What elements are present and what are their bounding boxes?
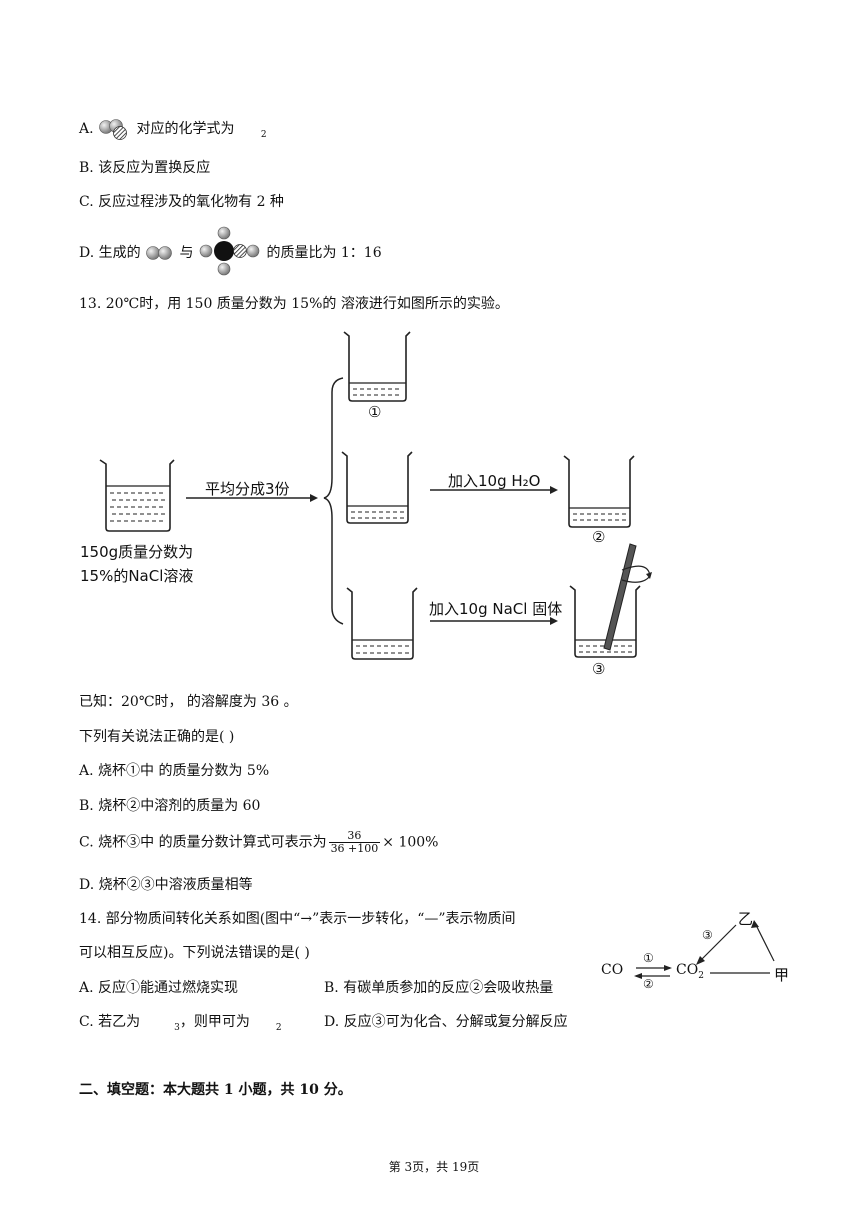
- fraction-denominator: 36 +100: [330, 842, 379, 855]
- option-a-prefix: A.: [79, 121, 94, 137]
- q13-option-b: B. 烧杯②中溶剂的质量为 60: [79, 798, 261, 814]
- q14-option-b: B. 有碳单质参加的反应②会吸收热量: [324, 980, 554, 996]
- mark-2: ②: [592, 528, 606, 546]
- option-c-sub2: 2: [275, 1023, 282, 1033]
- option-a-text: 对应的化学式为: [136, 121, 235, 137]
- add-water-label: 加入10g H₂O: [448, 472, 541, 490]
- left-caption-1: 150g质量分数为: [80, 543, 194, 561]
- left-caption-2: 15%的NaCl溶液: [80, 567, 194, 585]
- co2-text: CO: [676, 962, 699, 978]
- q14-stem-1: 14. 部分物质间转化关系如图(图中“→”表示一步转化，“—”表示物质间: [79, 911, 516, 927]
- mark-3: ③: [592, 660, 606, 678]
- option-c-mid: ，则甲可为: [179, 1014, 250, 1030]
- molecule-image-d1: [146, 246, 172, 260]
- co2-subscript: 2: [698, 971, 704, 981]
- option-d-suffix: 的质量比为 1：16: [266, 245, 382, 261]
- q13-known: 已知：20℃时， 的溶解度为 36 。: [79, 694, 298, 710]
- split-label: 平均分成3份: [205, 480, 290, 498]
- option-a-subscript: 2: [260, 130, 267, 140]
- q12-option-d: D. 生成的 与 的质量比为 1：16: [79, 226, 382, 276]
- fraction-numerator: 36: [328, 830, 381, 843]
- q13-option-d: D. 烧杯②③中溶液质量相等: [79, 877, 253, 893]
- molecule-image-d2: [199, 226, 260, 276]
- beaker-1: [343, 331, 411, 402]
- option-c-suffix: × 100%: [382, 834, 439, 851]
- q13-option-a: A. 烧杯①中 的质量分数为 5%: [79, 763, 270, 779]
- q13-stem: 13. 20℃时，用 150 质量分数为 15%的 溶液进行如图所示的实验。: [79, 296, 509, 312]
- q13-experiment-diagram: [99, 331, 652, 660]
- q13-question: 下列有关说法正确的是( ): [79, 729, 235, 745]
- option-c-sub1: 3: [174, 1023, 180, 1033]
- q12-option-a: A. 对应的化学式为 2: [79, 118, 267, 141]
- beaker-3-after: [569, 543, 652, 658]
- option-c-prefix: C. 烧杯③中 的质量分数计算式可表示为: [79, 834, 327, 851]
- beaker-3-before: [346, 587, 418, 660]
- q12-option-b: B. 该反应为置换反应: [79, 160, 211, 176]
- page-footer: 第 3页，共 19页: [388, 1160, 480, 1174]
- co2-label: CO2: [676, 962, 704, 981]
- beaker-source: [99, 459, 175, 532]
- molecule-image-a: [99, 119, 127, 140]
- beaker-2-before: [341, 451, 413, 524]
- beaker-2-after: [563, 455, 635, 528]
- q14-option-d: D. 反应③可为化合、分解或复分解反应: [324, 1014, 568, 1030]
- q14-stem-2: 可以相互反应)。下列说法错误的是( ): [79, 945, 310, 961]
- reaction-1-mark: ①: [643, 951, 654, 965]
- add-nacl-label: 加入10g NaCl 固体: [429, 600, 563, 618]
- option-d-mid: 与: [179, 245, 194, 261]
- q14-option-a: A. 反应①能通过燃烧实现: [79, 980, 239, 996]
- q14-option-c: C. 若乙为 3，则甲可为 2: [79, 1012, 282, 1034]
- reaction-2-mark: ②: [643, 977, 654, 991]
- option-d-prefix: D. 生成的: [79, 245, 141, 261]
- co-label: CO: [601, 962, 624, 978]
- reaction-3-mark: ③: [702, 928, 713, 942]
- q14-conversion-diagram: [634, 920, 775, 979]
- option-c-prefix: C. 若乙为: [79, 1014, 141, 1030]
- yi-label: 乙: [738, 910, 754, 928]
- section-heading: 二、填空题：本大题共 1 小题，共 10 分。: [79, 1082, 352, 1098]
- mark-1: ①: [368, 403, 382, 421]
- q12-option-c: C. 反应过程涉及的氧化物有 2 种: [79, 194, 284, 210]
- jia-label: 甲: [774, 966, 790, 984]
